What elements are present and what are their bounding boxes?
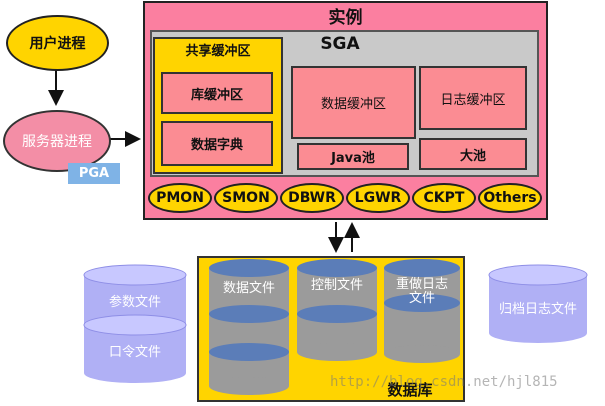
user-process-label: 用户进程 bbox=[29, 36, 86, 52]
process-pmon: PMON bbox=[148, 183, 212, 213]
process-dbwr: DBWR bbox=[280, 183, 344, 213]
password-file-label: 口令文件 bbox=[108, 344, 161, 360]
redo-log-cylinder bbox=[384, 259, 460, 363]
process-others: Others bbox=[478, 183, 542, 213]
user-process: 用户进程 bbox=[6, 15, 109, 71]
datafiles-label: 数据文件 bbox=[222, 281, 275, 296]
server-process-label: 服务器进程 bbox=[22, 134, 92, 150]
redo-log-buffer: 日志缓冲区 bbox=[419, 66, 527, 130]
database-title: 数据库 bbox=[387, 380, 433, 399]
process-smon: SMON bbox=[214, 183, 278, 213]
watermark-text: http://blog.csdn.net/hjl815 bbox=[330, 374, 558, 390]
java-pool: Java池 bbox=[297, 143, 409, 170]
server-process: 服务器进程 bbox=[3, 110, 111, 172]
library-cache: 库缓冲区 bbox=[161, 72, 273, 114]
instance-title: 实例 bbox=[328, 7, 363, 28]
large-pool: 大池 bbox=[419, 138, 527, 170]
control-files-cylinder bbox=[297, 259, 377, 361]
data-dictionary-cache: 数据字典 bbox=[161, 121, 273, 166]
datafiles-cylinder bbox=[209, 259, 289, 395]
shared-pool-title: 共享缓冲区 bbox=[185, 43, 251, 59]
process-ckpt: CKPT bbox=[412, 183, 476, 213]
redo-log-files-label: 重做日志文件 bbox=[395, 277, 448, 306]
archived-log-files-label: 归档日志文件 bbox=[498, 301, 577, 317]
parameter-file-label: 参数文件 bbox=[108, 294, 161, 310]
archived-log-cylinder bbox=[488, 264, 588, 343]
control-files-label: 控制文件 bbox=[310, 278, 363, 293]
sga-title: SGA bbox=[320, 34, 360, 54]
process-lgwr: LGWR bbox=[346, 183, 410, 213]
buffer-cache: 数据缓冲区 bbox=[291, 66, 416, 139]
password-file-cylinder bbox=[83, 314, 187, 383]
pga-label: PGA bbox=[68, 163, 120, 184]
